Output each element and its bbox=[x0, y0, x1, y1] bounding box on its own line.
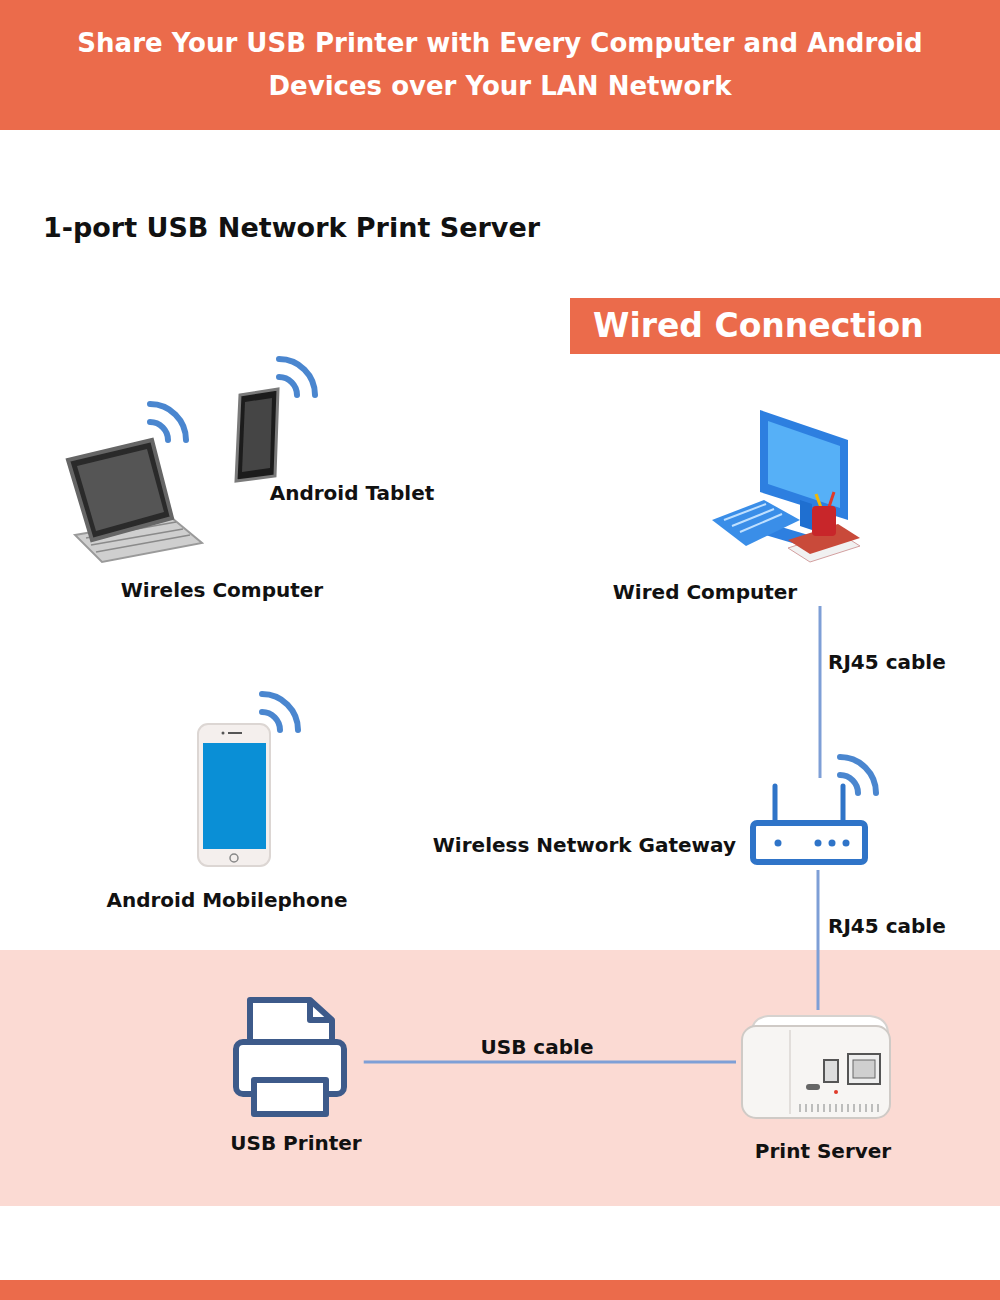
phone-screen bbox=[203, 743, 266, 849]
tablet-body bbox=[236, 389, 278, 481]
footer-bar bbox=[0, 1280, 1000, 1300]
server-housing bbox=[742, 1026, 890, 1118]
cable-label: RJ45 cable bbox=[828, 650, 946, 674]
vent-slot bbox=[847, 1104, 849, 1112]
wifi-signal bbox=[150, 404, 186, 440]
cable-line bbox=[364, 1061, 736, 1064]
node-label: USB Printer bbox=[230, 1131, 361, 1155]
tablet-screen bbox=[77, 449, 164, 531]
status-led bbox=[834, 1090, 838, 1094]
node-label: Wireles Computer bbox=[121, 578, 323, 602]
vent-slot bbox=[805, 1104, 807, 1112]
cable-line bbox=[817, 870, 820, 1010]
device-node: Android Tablet bbox=[230, 383, 436, 507]
wifi-signal bbox=[279, 359, 315, 395]
paper-fold bbox=[310, 1000, 332, 1020]
pencil-cup bbox=[812, 506, 836, 536]
rj45-port bbox=[848, 1054, 880, 1084]
device-node: Android Mobilephone bbox=[104, 720, 349, 914]
tablet-screen bbox=[242, 398, 272, 472]
vent-slot bbox=[829, 1104, 831, 1112]
phone-camera bbox=[222, 732, 225, 735]
section-band: Wired Connection bbox=[570, 298, 1000, 354]
usb-c-port bbox=[806, 1084, 820, 1090]
phone-button bbox=[230, 854, 238, 862]
printer-paper bbox=[250, 1000, 332, 1042]
vent-slots bbox=[800, 1104, 878, 1112]
vent-slot bbox=[841, 1104, 843, 1112]
print-server-icon bbox=[742, 1016, 890, 1118]
desktop-computer-icon bbox=[712, 410, 860, 562]
vent-slot bbox=[811, 1104, 813, 1112]
router-body bbox=[753, 823, 865, 862]
page-title: Share Your USB Printer with Every Comput… bbox=[60, 22, 940, 108]
node-label: Wired Connection bbox=[593, 306, 924, 346]
section-heading: 1-port USB Network Print Server bbox=[43, 212, 540, 244]
vent-slot bbox=[835, 1104, 837, 1112]
vent-slot bbox=[853, 1104, 855, 1112]
header-title-box: Share Your USB Printer with Every Comput… bbox=[60, 0, 940, 130]
vent-slot bbox=[865, 1104, 867, 1112]
antenna bbox=[841, 786, 846, 822]
device-band bbox=[0, 950, 1000, 1206]
server-edge bbox=[789, 1030, 791, 1114]
keyboard bbox=[712, 500, 800, 546]
vent-slot bbox=[817, 1104, 819, 1112]
node-label: Wired Computer bbox=[613, 580, 797, 604]
vent-slot bbox=[859, 1104, 861, 1112]
keys bbox=[724, 504, 782, 532]
vent-slot bbox=[799, 1104, 801, 1112]
vent-slot bbox=[871, 1104, 873, 1112]
node-label: Android Mobilephone bbox=[106, 888, 347, 912]
vent-slot bbox=[877, 1104, 879, 1112]
usb-port bbox=[824, 1060, 838, 1082]
printer-icon bbox=[236, 1000, 344, 1114]
printer-node: USB Printer bbox=[228, 991, 364, 1157]
monitor-stand bbox=[800, 500, 812, 530]
printer-tray bbox=[254, 1080, 326, 1114]
device-node: Wireles Computer bbox=[60, 436, 325, 604]
router-lights bbox=[775, 840, 850, 847]
node-label: Wireless Network Gateway bbox=[433, 833, 736, 857]
server-node: Print Server bbox=[736, 1010, 895, 1165]
rj45-socket bbox=[853, 1060, 875, 1078]
header-bar bbox=[0, 0, 1000, 130]
phone-body bbox=[198, 724, 270, 866]
android-tablet-icon bbox=[236, 389, 278, 481]
device-node: Wired Computer bbox=[611, 403, 865, 606]
cable-label: USB cable bbox=[481, 1035, 594, 1059]
tablet-body bbox=[68, 440, 172, 540]
vent-slot bbox=[823, 1104, 825, 1112]
cable-label: RJ45 cable bbox=[828, 914, 946, 938]
monitor-screen bbox=[768, 421, 840, 508]
node-label: Print Server bbox=[755, 1139, 891, 1163]
router-icon bbox=[753, 786, 865, 862]
gateway-node: Wireless Network Gateway bbox=[431, 778, 874, 870]
antenna bbox=[773, 786, 778, 822]
wifi-signal bbox=[262, 694, 298, 730]
cable-line bbox=[819, 606, 822, 778]
wireless-computer-icon bbox=[68, 440, 202, 562]
phone-speaker bbox=[228, 732, 242, 734]
node-label: Android Tablet bbox=[270, 481, 435, 505]
mobile-phone-icon bbox=[198, 724, 270, 866]
